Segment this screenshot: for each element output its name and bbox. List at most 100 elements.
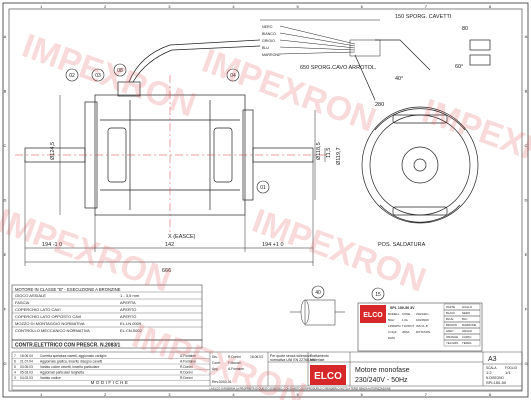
border-row-label: G	[3, 361, 6, 366]
revision-author: R.Donini	[180, 365, 193, 369]
revision-text: Variato colore cavetti, inserito partico…	[40, 365, 99, 369]
company-logo-box	[310, 365, 346, 385]
callout-08	[113, 63, 127, 77]
border-col-label: 2	[104, 392, 107, 397]
cable-color-label: BLU	[262, 46, 269, 50]
sheet-label: FOGLIO	[505, 366, 518, 370]
signoff-role: App.	[212, 367, 219, 371]
border-col-label: 8	[489, 392, 492, 397]
border-row-label: F	[525, 307, 528, 312]
callout-40-text: 40	[315, 290, 321, 296]
plate-field: 160/260W	[416, 318, 429, 322]
border-row-label: G	[524, 361, 527, 366]
spec-row-label: MOZZO DI MONTAGGIO NORMATIVA	[15, 321, 85, 326]
border-col-label: 5	[296, 4, 299, 9]
copyright-note: LA ELCO SI RISERVA LA PROPRIETÀ DI QUEST…	[209, 387, 390, 391]
dim-80: 80	[462, 26, 468, 32]
plate-wire-value: GRIGIO	[462, 329, 473, 333]
border-col-label: 5	[296, 392, 299, 397]
callout-15	[371, 287, 385, 301]
border-row-label: C	[4, 143, 7, 148]
title-block	[11, 351, 523, 391]
border-row-label: D	[4, 198, 7, 203]
norm-note-1: Per quote senza tolleranze	[270, 354, 312, 358]
scale-label: SCALA	[486, 366, 497, 370]
sheet-format: A3	[488, 356, 497, 363]
dim-142: 142	[165, 242, 174, 248]
border-row-label: B	[525, 88, 528, 93]
border-row-label: B	[4, 88, 7, 93]
border-col-label: 7	[425, 4, 428, 9]
spec-row-label: COPERCHIO LATO OPPOSTO CAVI	[15, 314, 81, 319]
border-row-label: A	[4, 34, 7, 39]
callout-40	[311, 285, 325, 299]
revision-text: Variato codice	[40, 376, 61, 380]
callout-04-text: 04	[230, 73, 236, 79]
plate-field: 1,0A	[402, 318, 408, 322]
border-col-label: 4	[232, 4, 235, 9]
plate-wire-color: ORANGE	[446, 335, 458, 339]
x-section-label: X (EASCE)	[168, 234, 196, 240]
dim-dia-11: 11,5	[326, 148, 332, 158]
cable-bundle	[260, 19, 381, 57]
signoff-name: A.Fontaine	[228, 367, 244, 371]
dim-cable-exit: 650 SPORG.CAVO ARROTOL.	[300, 65, 377, 71]
materiale-label: Materiale	[310, 358, 324, 362]
border-row-label: F	[4, 307, 7, 312]
border-col-label: 6	[361, 392, 364, 397]
border-row-label: C	[525, 143, 528, 148]
dim-194-right: 194 +1 0	[262, 242, 284, 248]
dim-dia-118: Ø118,5	[316, 142, 322, 160]
motor-thumbnail	[290, 299, 345, 326]
callout-15-text: 15	[375, 292, 381, 298]
revision-date: 03.05.03	[20, 365, 33, 369]
spec-title: MOTORE IN CLASSE "B" - ESECUZIONE A BRON…	[15, 287, 121, 292]
spec-row-value: APERTO	[120, 307, 136, 312]
plate-field: CODE	[402, 312, 410, 316]
callout-bubbles	[65, 63, 385, 301]
border-col-label: 3	[168, 4, 171, 9]
dim-dia-119: Ø119,7	[336, 147, 342, 165]
callout-01-text: 01	[260, 185, 266, 191]
border-col-label: 6	[361, 4, 364, 9]
drawing-number: SPL150-50	[486, 380, 507, 385]
revision-number: 6	[14, 360, 16, 364]
plate-field: 1350RPM	[388, 324, 401, 328]
revision-author: A.Fontaine	[180, 360, 196, 364]
plate-field: TH.PROT	[402, 324, 415, 328]
revision-number: 5	[14, 365, 16, 369]
revision-author: R.Donini	[180, 371, 193, 375]
shaft-end	[413, 158, 427, 172]
plate-wire-value: GIALLO	[462, 305, 473, 309]
spec-row-label: COPERCHIO LATO CAVI	[15, 307, 61, 312]
sheet-value: 1/1	[505, 370, 511, 375]
border-col-label: 2	[104, 4, 107, 9]
title-desc-2: 230/240V - 50Hz	[355, 377, 408, 384]
callout-03-text: 03	[95, 73, 101, 79]
border-col-label: 3	[168, 392, 171, 397]
dim-dia-124: Ø124,5	[50, 142, 56, 160]
plate-field: C=4µF	[388, 330, 397, 334]
signoff-name: R.Donini	[228, 355, 241, 359]
border-col-label: 8	[489, 4, 492, 9]
dim-194-left: 194 -1 0	[42, 242, 62, 248]
border-row-label: E	[4, 252, 7, 257]
revision-date: 18.06.04	[20, 354, 33, 358]
spec-row-value: APERTA	[120, 300, 136, 305]
plate-wire-value: CAPAC.	[462, 335, 472, 339]
border-col-label: 1	[40, 392, 43, 397]
plate-wire-value: NERO	[462, 311, 471, 315]
callout-02-text: 02	[69, 73, 75, 79]
plate-wire-color: YEL/GRN	[446, 341, 458, 345]
signoff-role: Dis.	[212, 355, 218, 359]
plate-field: 50Hz	[388, 318, 395, 322]
plate-wire-cell	[443, 339, 481, 347]
cable-color-label: NERO	[262, 25, 273, 29]
plate-wire-value: TERRA	[462, 341, 472, 345]
plate-wire-color: BLUE	[446, 317, 453, 321]
norm-note-2: normativa UNI EN 22768-mK	[270, 358, 316, 362]
